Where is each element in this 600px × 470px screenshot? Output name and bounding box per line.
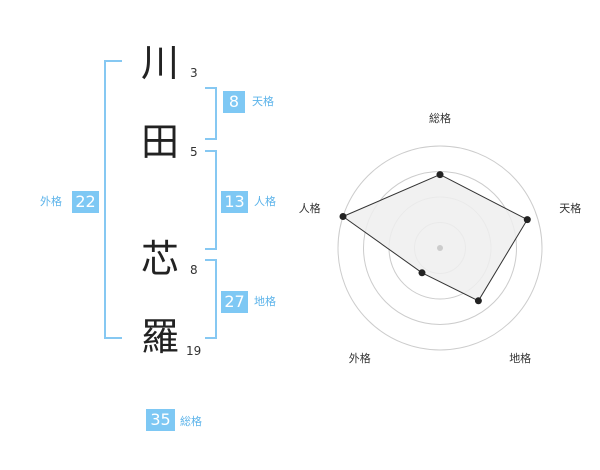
stroke-count-3: 8 xyxy=(190,263,198,277)
jinkaku-label: 人格 xyxy=(254,195,276,208)
chikaku-label: 地格 xyxy=(254,295,276,308)
soukaku-label: 総格 xyxy=(180,415,202,428)
tenkaku-label: 天格 xyxy=(252,95,274,108)
radar-point-5 xyxy=(339,213,347,220)
radar-axis-label-3: 地格 xyxy=(509,351,531,365)
tenkaku-bracket xyxy=(205,87,217,140)
name-char-3: 芯 xyxy=(141,237,180,281)
gaikaku-label: 外格 xyxy=(40,195,62,208)
radar-grid-ring xyxy=(363,171,517,325)
name-char-1: 川 xyxy=(141,41,180,85)
gaikaku-bracket xyxy=(104,60,122,339)
radar-point-3 xyxy=(474,297,482,305)
radar-axis-label-1: 総格 xyxy=(429,111,451,125)
tenkaku-value: 8 xyxy=(223,91,245,113)
radar-axis-label-4: 外格 xyxy=(349,351,371,365)
jinkaku-value: 13 xyxy=(221,191,248,213)
radar-grid-ring xyxy=(414,222,466,274)
soukaku-value: 35 xyxy=(146,409,175,431)
radar-point-1 xyxy=(436,171,444,179)
radar-point-2 xyxy=(523,216,531,224)
name-char-2: 田 xyxy=(141,120,180,164)
chikaku-bracket xyxy=(205,259,217,339)
radar-polygon xyxy=(341,174,529,302)
jinkaku-bracket xyxy=(205,150,217,250)
radar-grid-ring xyxy=(337,145,543,351)
chikaku-value: 27 xyxy=(221,291,248,313)
radar-center-dot xyxy=(437,245,443,251)
stroke-count-1: 3 xyxy=(190,66,198,80)
stroke-count-2: 5 xyxy=(190,145,198,159)
stroke-count-4: 19 xyxy=(186,344,202,358)
radar-axis-label-5: 人格 xyxy=(299,201,321,215)
radar-axis-label-2: 天格 xyxy=(559,201,581,215)
radar-point-4 xyxy=(418,269,426,277)
radar-grid-ring xyxy=(388,196,492,300)
name-char-4: 羅 xyxy=(141,315,180,359)
gaikaku-value: 22 xyxy=(72,191,99,213)
